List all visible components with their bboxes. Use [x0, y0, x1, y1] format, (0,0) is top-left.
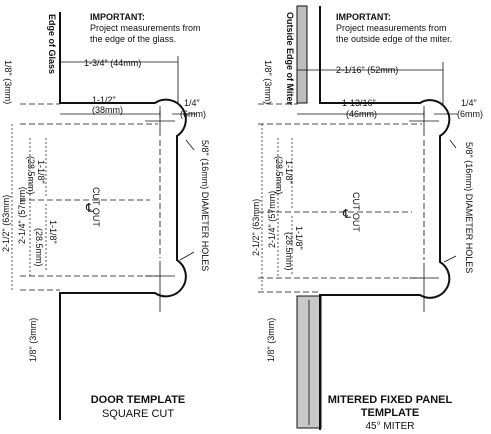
- miter-dim-lower-in: 1-1/8": [294, 226, 304, 250]
- door-dim-quarter-mm: (6mm): [180, 109, 206, 119]
- door-glass-outline: [59, 12, 187, 420]
- miter-glass-outline: [319, 6, 451, 430]
- door-dim-quarter-in: 1/4": [184, 98, 200, 108]
- door-subtitle: SQUARE CUT: [102, 408, 174, 420]
- door-dim-notch-in: 1-1/2": [92, 95, 116, 105]
- miter-title-2: TEMPLATE: [361, 407, 419, 419]
- door-important-line1: Project measurements from: [90, 23, 201, 33]
- miter-important-line2: the outside edge of the miter.: [336, 34, 452, 44]
- door-dim-lower-in: 1-1/8": [48, 220, 58, 244]
- door-dim-notch-mm: (38mm): [92, 105, 123, 115]
- miter-dim-lower-mm: (28.5mm): [284, 232, 294, 271]
- miter-dim-top: 2-1/16" (52mm): [336, 65, 398, 75]
- miter-dim-eighth-bottom: 1/8" (3mm): [266, 318, 276, 362]
- miter-cutout-label: CUT OUT: [351, 192, 361, 232]
- door-edge-label: Edge of Glass: [47, 14, 57, 74]
- miter-important-title: IMPORTANT:: [336, 12, 391, 22]
- door-important-line2: the edge of the glass.: [90, 34, 176, 44]
- miter-dim-overall: 2-1/2" (63mm): [251, 199, 261, 256]
- door-cutout-label: CUT OUT: [91, 187, 101, 227]
- miter-dim-upper-mm: (28.5mm): [274, 156, 284, 195]
- door-dim-top: 1-3/4" (44mm): [84, 58, 141, 68]
- door-title: DOOR TEMPLATE: [91, 394, 186, 406]
- miter-dim-notch-in: 1-13/16": [342, 98, 376, 108]
- miter-dim-notch-mm: (46mm): [346, 109, 377, 119]
- door-important-title: IMPORTANT:: [90, 12, 145, 22]
- miter-dim-mid: 2-1/4" (57mm): [267, 191, 277, 248]
- miter-important-line1: Project measurements from: [336, 23, 447, 33]
- miter-edge-label: Outside Edge of Miter: [285, 12, 295, 106]
- door-template: CUT OUT ℄ Edge of Glass IMPORTANT: Proje…: [1, 12, 210, 420]
- miter-dim-eighth-top: 1/8" (3mm): [263, 60, 273, 104]
- door-dim-upper-mm: (28.5mm): [26, 156, 36, 195]
- miter-title: MITERED FIXED PANEL: [328, 394, 453, 406]
- door-dim-overall: 2-1/2" (63mm): [1, 195, 11, 252]
- miter-subtitle: 45° MITER: [365, 421, 414, 432]
- miter-holes-label: 5/8" (16mm) DIAMETER HOLES: [464, 142, 474, 273]
- door-dim-lower-mm: (28.5mm): [34, 228, 44, 267]
- door-dim-eighth-bottom: 1/8" (3mm): [28, 318, 38, 362]
- miter-glass-edge-top: [296, 5, 308, 104]
- miter-template: CUT OUT ℄ Outside Edge of Miter IMPORTAN…: [251, 5, 483, 432]
- miter-centerline-icon: ℄: [342, 207, 351, 221]
- door-dim-mid: 2-1/4" (57mm): [17, 187, 27, 244]
- miter-dim-quarter-mm: (6mm): [457, 109, 483, 119]
- door-centerline-icon: ℄: [85, 201, 94, 215]
- miter-dim-upper-in: 1-1/8": [284, 160, 294, 184]
- door-holes-label: 5/8" (16mm) DIAMETER HOLES: [200, 140, 210, 271]
- door-dim-eighth-top: 1/8" (3mm): [3, 60, 13, 104]
- miter-dim-quarter-in: 1/4": [461, 98, 477, 108]
- door-dim-upper-in: 1-1/8": [36, 160, 46, 184]
